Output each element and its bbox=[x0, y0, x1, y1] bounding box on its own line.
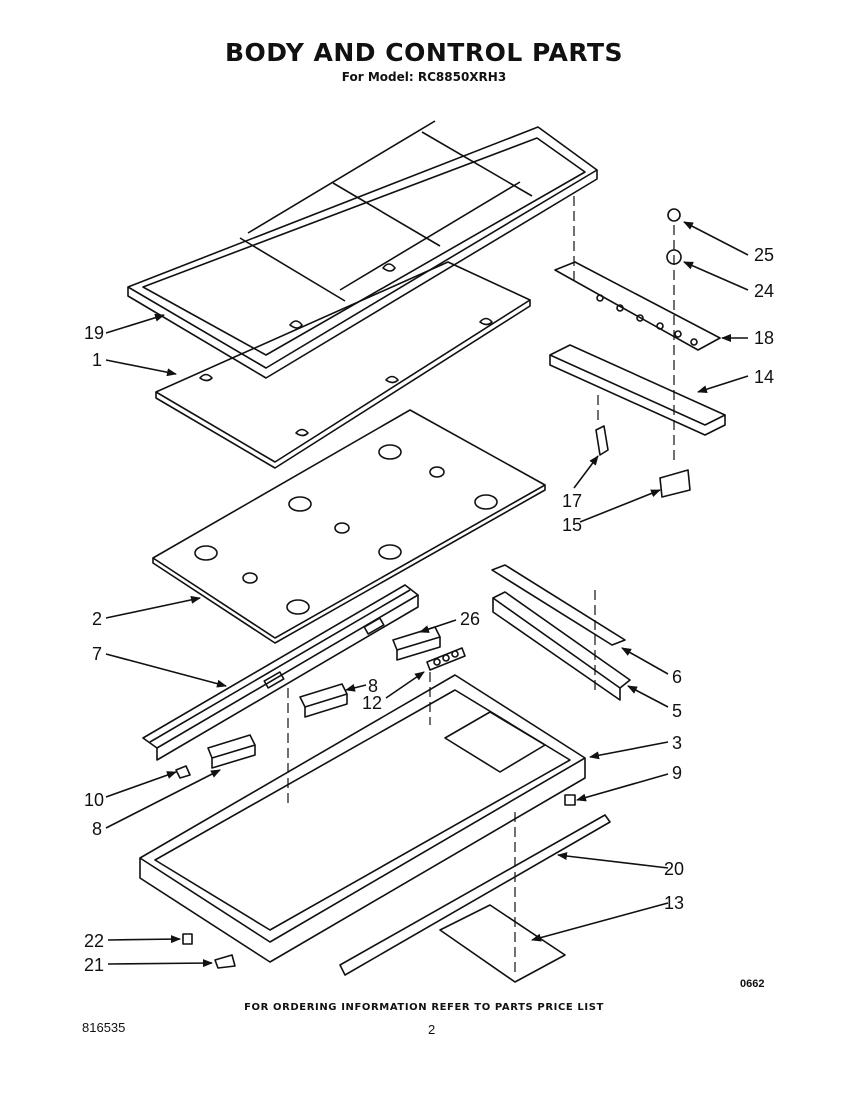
callout-14: 14 bbox=[754, 367, 775, 387]
callout-10: 10 bbox=[84, 790, 105, 810]
callout-18: 18 bbox=[754, 328, 775, 348]
callout-26: 26 bbox=[460, 609, 481, 629]
callout-21: 21 bbox=[84, 955, 105, 975]
callout-5: 5 bbox=[672, 701, 683, 721]
callout-20: 20 bbox=[664, 859, 685, 879]
diagram-title: BODY AND CONTROL PARTS bbox=[224, 38, 624, 67]
callout-22: 22 bbox=[84, 931, 105, 951]
callout-3: 3 bbox=[672, 733, 683, 753]
alignment-lines bbox=[287, 196, 675, 975]
callout-25: 25 bbox=[754, 245, 775, 265]
ordering-note: FOR ORDERING INFORMATION REFER TO PARTS … bbox=[244, 1002, 604, 1013]
element-plate-part bbox=[152, 409, 546, 644]
callout-8-upper: 8 bbox=[368, 676, 379, 696]
small-hardware-parts bbox=[175, 208, 682, 969]
callout-19: 19 bbox=[84, 323, 105, 343]
model-subtitle: For Model: RC8850XRH3 bbox=[341, 70, 507, 84]
cooktop-frame-part bbox=[127, 120, 598, 379]
terminal-block-parts bbox=[207, 626, 466, 769]
document-number: 816535 bbox=[82, 1020, 126, 1035]
control-channel-part bbox=[142, 584, 419, 761]
glass-top-part bbox=[155, 261, 531, 469]
callout-9: 9 bbox=[672, 763, 683, 783]
callout-8-lower: 8 bbox=[92, 819, 103, 839]
page-number: 2 bbox=[428, 1022, 436, 1037]
front-trim-part bbox=[339, 814, 611, 976]
access-cover-part bbox=[439, 904, 566, 983]
body-pan-part bbox=[139, 674, 586, 963]
control-panel-parts bbox=[549, 261, 726, 498]
callout-6: 6 bbox=[672, 667, 683, 687]
callout-13: 13 bbox=[664, 893, 685, 913]
callout-1: 1 bbox=[92, 350, 103, 370]
callout-2: 2 bbox=[92, 609, 103, 629]
leader-lines bbox=[105, 221, 749, 968]
callout-17: 17 bbox=[562, 491, 583, 511]
rear-bracket-parts bbox=[491, 564, 631, 701]
callout-12: 12 bbox=[362, 693, 383, 713]
callout-7: 7 bbox=[92, 644, 103, 664]
callout-15: 15 bbox=[562, 515, 583, 535]
drawing-code: 0662 bbox=[740, 978, 765, 990]
callout-24: 24 bbox=[754, 281, 775, 301]
